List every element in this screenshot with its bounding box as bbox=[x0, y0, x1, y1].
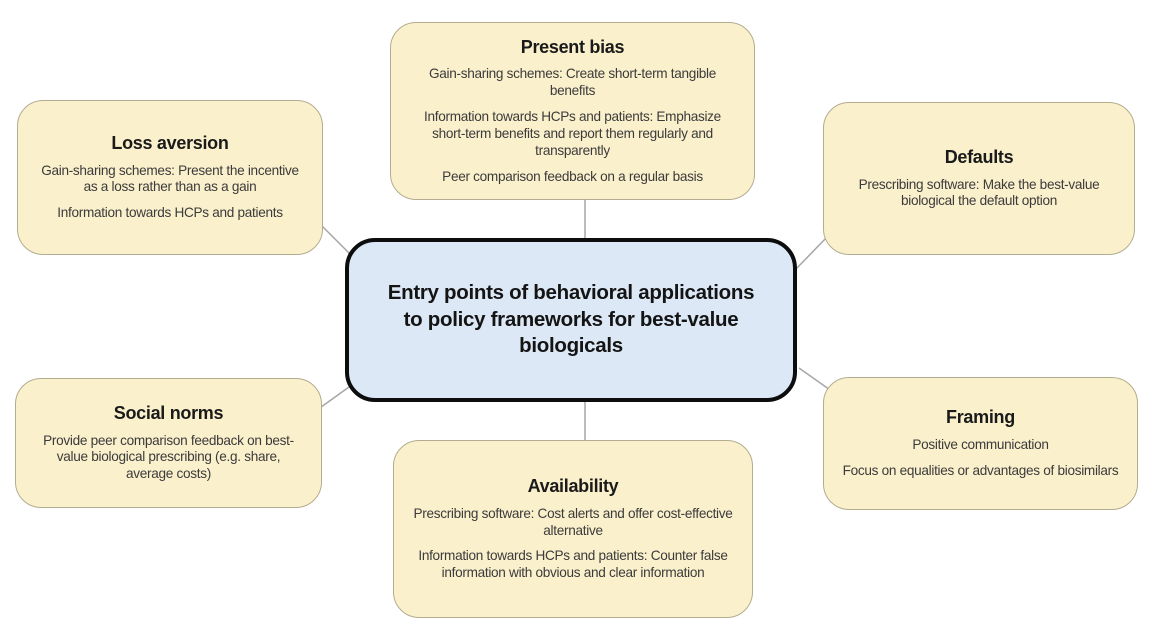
center-node: Entry points of behavioral applications … bbox=[345, 238, 797, 402]
node-item: Prescribing software: Make the best-valu… bbox=[858, 176, 1100, 209]
node-title: Availability bbox=[527, 475, 619, 496]
node-title: Social norms bbox=[113, 402, 224, 423]
node-title: Defaults bbox=[944, 146, 1014, 167]
node-loss-aversion: Loss aversion Gain-sharing schemes: Pres… bbox=[17, 100, 323, 255]
node-availability: Availability Prescribing software: Cost … bbox=[393, 440, 753, 618]
node-item: Prescribing software: Cost alerts and of… bbox=[413, 505, 733, 538]
node-item: Gain-sharing schemes: Create short-term … bbox=[428, 66, 717, 99]
node-item: Focus on equalities or advantages of bio… bbox=[842, 462, 1119, 478]
connector-defaults-center bbox=[795, 235, 829, 270]
node-title: Present bias bbox=[520, 36, 625, 57]
center-title: Entry points of behavioral applications … bbox=[387, 281, 755, 358]
node-item: Information towards HCPs and patients: E… bbox=[424, 109, 721, 158]
node-defaults: Defaults Prescribing software: Make the … bbox=[823, 102, 1135, 255]
node-title: Framing bbox=[946, 407, 1015, 428]
node-item: Positive communication bbox=[912, 437, 1049, 452]
node-title: Loss aversion bbox=[111, 132, 229, 153]
node-social-norms: Social norms Provide peer comparison fee… bbox=[15, 378, 322, 508]
node-item: Information towards HCPs and patients bbox=[57, 205, 283, 221]
node-item: Gain-sharing schemes: Present the incent… bbox=[41, 162, 299, 195]
node-present-bias: Present bias Gain-sharing schemes: Creat… bbox=[390, 22, 755, 200]
node-item: Information towards HCPs and patients: C… bbox=[418, 548, 728, 581]
node-item: Provide peer comparison feedback on best… bbox=[43, 432, 294, 482]
node-item: Peer comparison feedback on a regular ba… bbox=[442, 168, 703, 184]
connector-social-norms-center bbox=[316, 386, 350, 411]
node-framing: Framing Positive communication Focus on … bbox=[823, 377, 1138, 510]
